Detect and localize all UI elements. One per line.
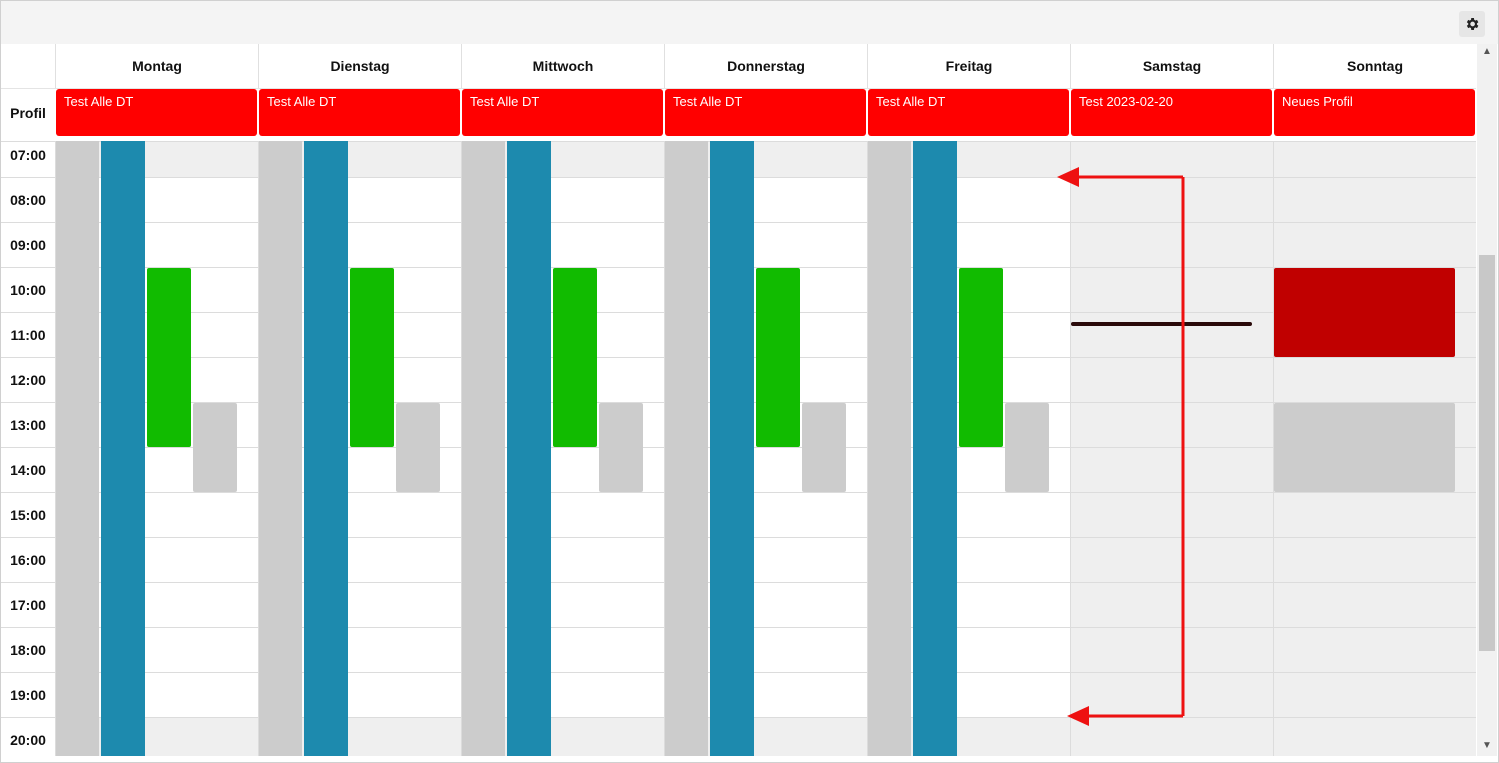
column-divider xyxy=(1273,141,1274,756)
toolbar xyxy=(1,1,1498,44)
time-label: 11:00 xyxy=(10,327,46,343)
day-header-montag[interactable]: Montag xyxy=(55,44,258,88)
column-divider xyxy=(258,141,259,756)
time-label: 13:00 xyxy=(10,417,46,433)
profile-chip[interactable]: Test Alle DT xyxy=(259,89,460,136)
scroll-up-icon[interactable]: ▲ xyxy=(1482,46,1492,57)
scroll-down-icon[interactable]: ▼ xyxy=(1482,740,1492,751)
blue-slot-block[interactable] xyxy=(710,141,754,756)
day-header-dienstag[interactable]: Dienstag xyxy=(258,44,461,88)
column-divider xyxy=(867,141,868,756)
grey-slot-block[interactable] xyxy=(56,141,99,756)
grey-wide-block[interactable] xyxy=(1274,403,1455,492)
blue-slot-block[interactable] xyxy=(101,141,145,756)
grey-small-block[interactable] xyxy=(396,403,440,492)
grey-small-block[interactable] xyxy=(599,403,643,492)
time-label: 07:00 xyxy=(10,147,46,163)
day-header-mittwoch[interactable]: Mittwoch xyxy=(461,44,664,88)
grey-slot-block[interactable] xyxy=(665,141,708,756)
day-header-freitag[interactable]: Freitag xyxy=(867,44,1070,88)
time-label: 19:00 xyxy=(10,687,46,703)
blue-slot-block[interactable] xyxy=(304,141,348,756)
day-header-samstag[interactable]: Samstag xyxy=(1070,44,1273,88)
saturday-marker-line xyxy=(1071,322,1252,326)
day-header-donnerstag[interactable]: Donnerstag xyxy=(664,44,867,88)
green-slot-block[interactable] xyxy=(959,268,1003,447)
time-label: 16:00 xyxy=(10,552,46,568)
column-divider xyxy=(664,141,665,756)
dark-red-block[interactable] xyxy=(1274,268,1455,357)
settings-button[interactable] xyxy=(1459,11,1485,37)
grey-small-block[interactable] xyxy=(802,403,846,492)
profile-chip[interactable]: Neues Profil xyxy=(1274,89,1475,136)
time-label: 14:00 xyxy=(10,462,46,478)
profile-chip[interactable]: Test Alle DT xyxy=(56,89,257,136)
blue-slot-block[interactable] xyxy=(507,141,551,756)
green-slot-block[interactable] xyxy=(147,268,191,447)
blue-slot-block[interactable] xyxy=(913,141,957,756)
profile-chip[interactable]: Test 2023-02-20 xyxy=(1071,89,1272,136)
time-label: 10:00 xyxy=(10,282,46,298)
time-label: 15:00 xyxy=(10,507,46,523)
time-label: 12:00 xyxy=(10,372,46,388)
time-label: 18:00 xyxy=(10,642,46,658)
profile-row-label: Profil xyxy=(10,105,46,121)
green-slot-block[interactable] xyxy=(553,268,597,447)
green-slot-block[interactable] xyxy=(756,268,800,447)
grey-slot-block[interactable] xyxy=(462,141,505,756)
time-label: 09:00 xyxy=(10,237,46,253)
profile-chip[interactable]: Test Alle DT xyxy=(462,89,663,136)
column-divider xyxy=(1070,141,1071,756)
day-header-sonntag[interactable]: Sonntag xyxy=(1273,44,1476,88)
column-divider xyxy=(461,141,462,756)
time-label: 20:00 xyxy=(10,732,46,748)
column-divider xyxy=(55,141,56,756)
grey-slot-block[interactable] xyxy=(259,141,302,756)
grey-small-block[interactable] xyxy=(193,403,237,492)
time-label: 08:00 xyxy=(10,192,46,208)
profile-chip[interactable]: Test Alle DT xyxy=(868,89,1069,136)
gear-icon xyxy=(1466,18,1479,30)
profile-chip[interactable]: Test Alle DT xyxy=(665,89,866,136)
scroll-thumb[interactable] xyxy=(1479,255,1495,651)
vertical-scrollbar[interactable]: ▲ ▼ xyxy=(1477,44,1497,756)
grey-slot-block[interactable] xyxy=(868,141,911,756)
time-label: 17:00 xyxy=(10,597,46,613)
weekend-background xyxy=(1070,141,1273,756)
grey-small-block[interactable] xyxy=(1005,403,1049,492)
green-slot-block[interactable] xyxy=(350,268,394,447)
header-divider xyxy=(1,88,1476,89)
